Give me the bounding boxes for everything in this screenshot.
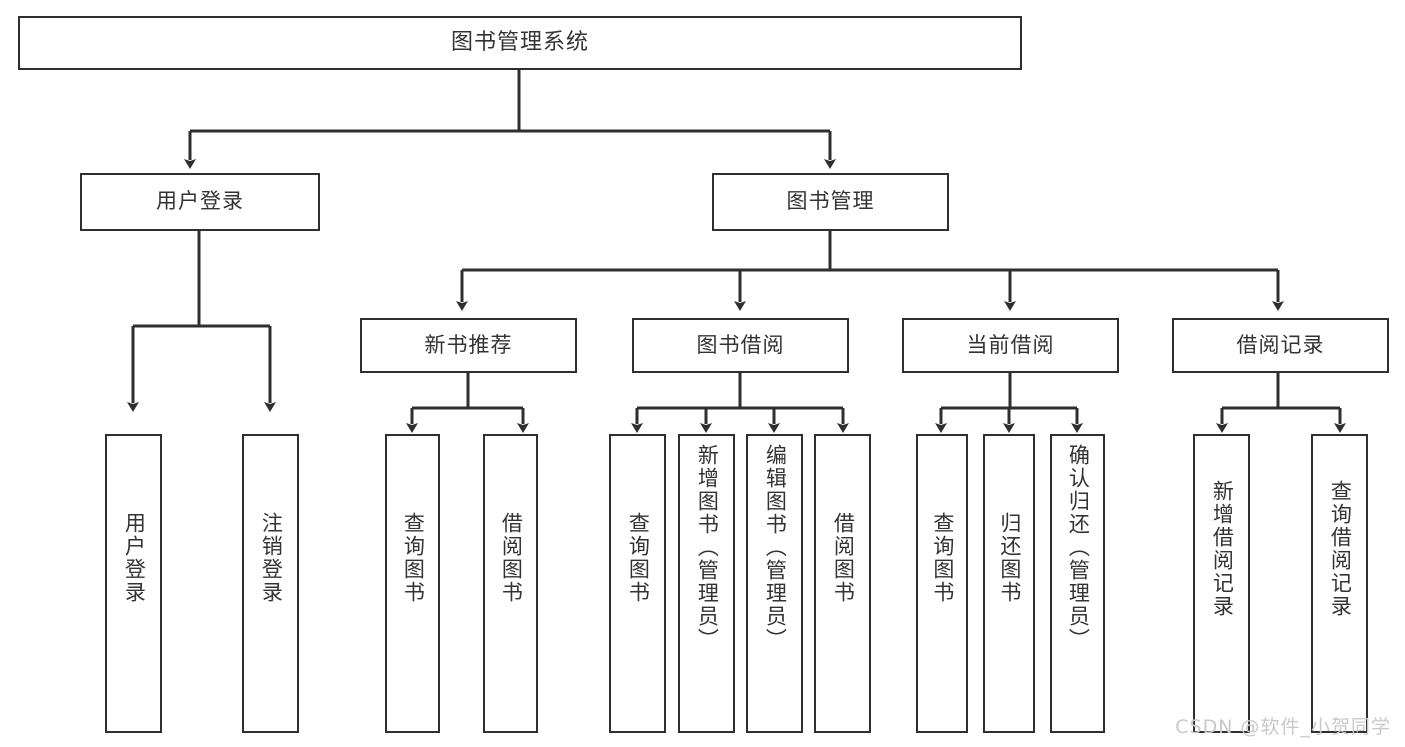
leaf-add-book-admin[interactable]: 新增图书（管理员） — [678, 434, 735, 733]
node-label: 新增图书（管理员） — [695, 444, 720, 651]
leaf-user-login[interactable]: 用户登录 — [105, 434, 162, 733]
leaf-logout[interactable]: 注销登录 — [242, 434, 299, 733]
node-user-login[interactable]: 用户登录 — [80, 173, 320, 231]
node-label: 用户登录 — [156, 189, 244, 214]
node-current-borrow[interactable]: 当前借阅 — [902, 318, 1119, 373]
leaf-query-book-borrow[interactable]: 查询图书 — [609, 434, 666, 733]
node-label: 图书管理系统 — [450, 29, 589, 55]
node-label: 当前借阅 — [966, 332, 1055, 357]
node-root-system[interactable]: 图书管理系统 — [18, 16, 1022, 70]
node-label: 借阅记录 — [1236, 332, 1325, 357]
leaf-add-borrow-record[interactable]: 新增借阅记录 — [1193, 434, 1250, 733]
node-book-borrow[interactable]: 图书借阅 — [632, 318, 849, 373]
node-label: 图书管理 — [786, 189, 875, 214]
leaf-return-book[interactable]: 归还图书 — [983, 434, 1035, 733]
leaf-query-book-current[interactable]: 查询图书 — [916, 434, 968, 733]
watermark: CSDN @软件_小贺同学 — [1175, 716, 1391, 738]
node-label: 借阅图书 — [831, 512, 856, 604]
node-label: 查询图书 — [401, 512, 426, 604]
node-label: 新书推荐 — [424, 332, 513, 357]
leaf-borrow-book-recommend[interactable]: 借阅图书 — [483, 434, 538, 733]
node-borrow-record[interactable]: 借阅记录 — [1172, 318, 1389, 373]
node-label: 归还图书 — [997, 512, 1022, 604]
leaf-confirm-return-admin[interactable]: 确认归还（管理员） — [1050, 434, 1105, 733]
leaf-query-book-recommend[interactable]: 查询图书 — [385, 434, 440, 733]
node-label: 查询图书 — [626, 512, 651, 604]
node-book-management[interactable]: 图书管理 — [712, 173, 949, 231]
node-label: 新增借阅记录 — [1210, 480, 1235, 618]
node-label: 确认归还（管理员） — [1066, 444, 1091, 651]
leaf-edit-book-admin[interactable]: 编辑图书（管理员） — [746, 434, 803, 733]
node-label: 注销登录 — [259, 512, 284, 604]
leaf-query-borrow-record[interactable]: 查询借阅记录 — [1311, 434, 1368, 733]
node-label: 借阅图书 — [499, 512, 524, 604]
leaf-borrow-book[interactable]: 借阅图书 — [814, 434, 871, 733]
node-label: 查询图书 — [930, 512, 955, 604]
node-label: 图书借阅 — [696, 332, 785, 357]
node-label: 查询借阅记录 — [1328, 480, 1353, 618]
node-new-book-recommend[interactable]: 新书推荐 — [360, 318, 577, 373]
node-label: 编辑图书（管理员） — [763, 444, 788, 651]
node-label: 用户登录 — [122, 512, 147, 604]
